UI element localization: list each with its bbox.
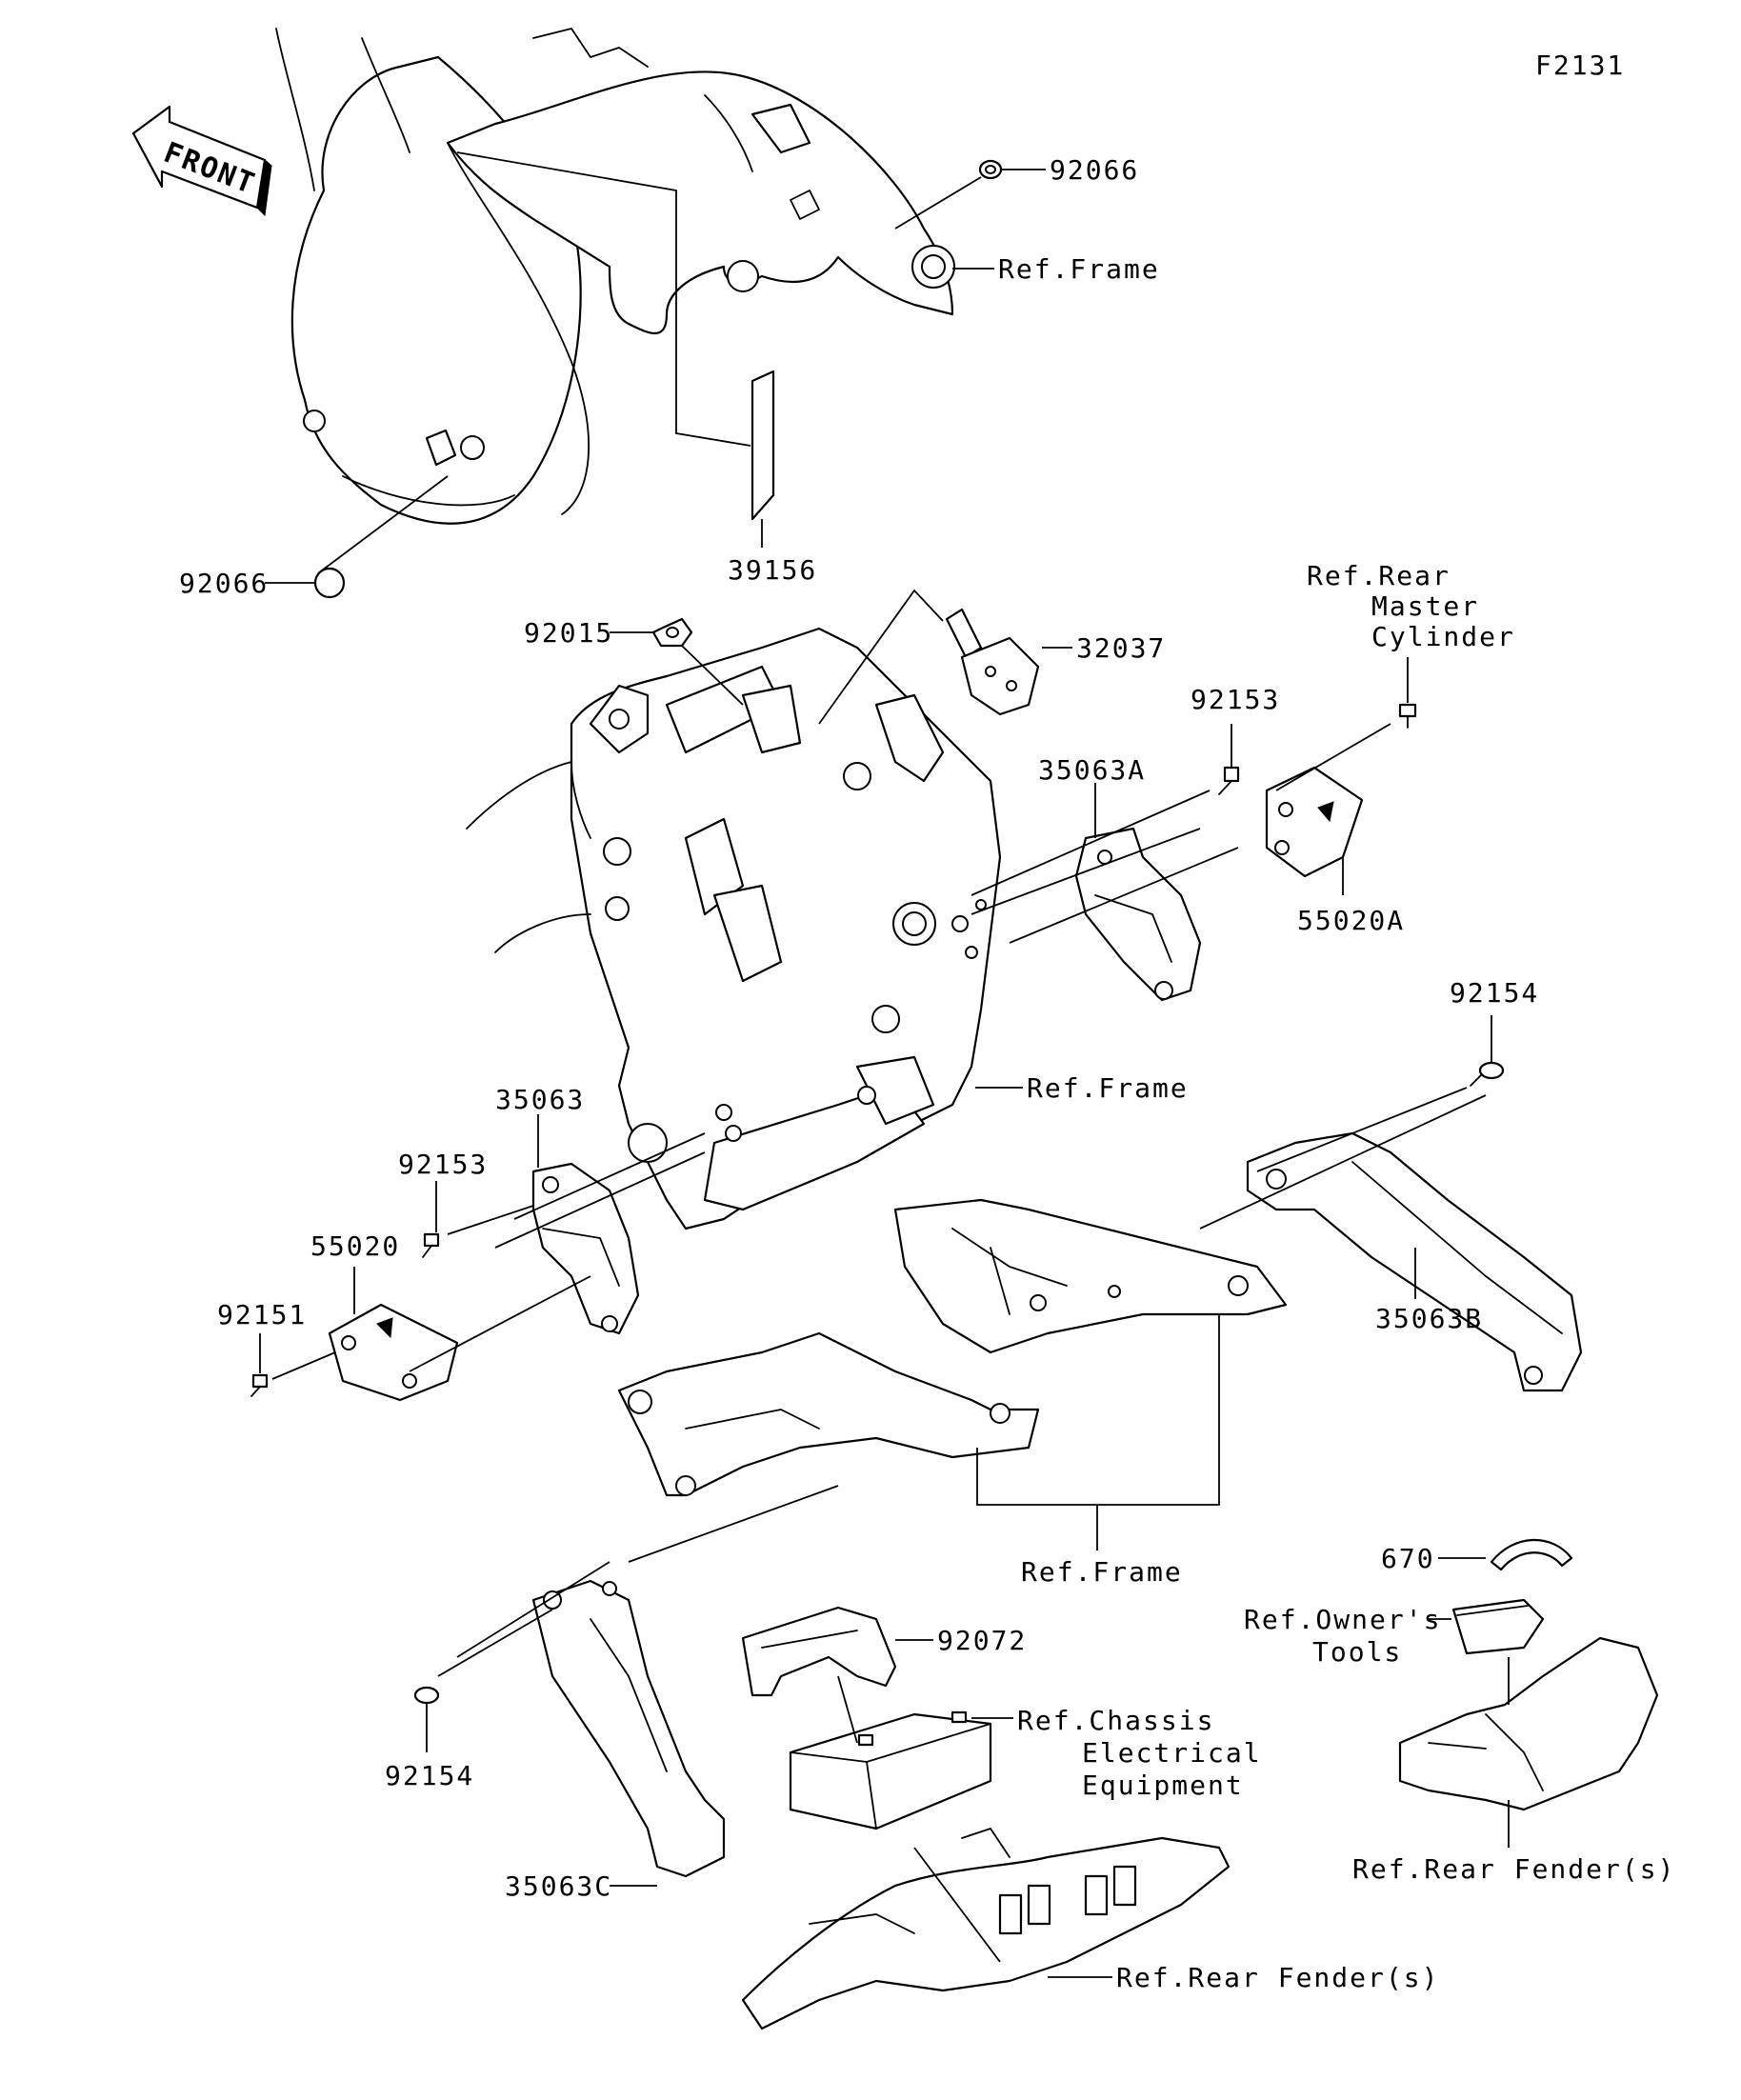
bolt-92153-left — [422, 1232, 440, 1258]
rear-frame-top-section — [446, 28, 955, 334]
label-ref-chassis-3: Equipment — [1082, 1770, 1244, 1801]
label-92066-left: 92066 — [179, 568, 269, 599]
label-ref-chassis-1: Ref.Chassis — [1017, 1705, 1214, 1736]
label-35063A: 35063A — [1038, 754, 1146, 786]
bracket-35063B — [1246, 1131, 1583, 1392]
label-35063: 35063 — [495, 1084, 585, 1115]
label-ref-rear-master-1: Ref.Rear — [1307, 560, 1451, 591]
label-92153-right: 92153 — [1191, 684, 1280, 715]
label-92154-right: 92154 — [1450, 977, 1539, 1009]
label-35063C: 35063C — [505, 1870, 612, 1902]
rear-fender-right — [1398, 1636, 1659, 1811]
heel-guard-55020A — [1265, 766, 1364, 878]
seat-rail-lower — [617, 1331, 1040, 1497]
label-plate-39156 — [750, 370, 775, 521]
seat-rail-upper — [893, 1198, 1288, 1354]
tool-pouch — [1451, 1598, 1545, 1655]
label-55020: 55020 — [310, 1230, 400, 1262]
label-92072: 92072 — [937, 1625, 1027, 1656]
grommet-92066-left — [313, 567, 346, 599]
label-ref-rear-master-2: Master — [1371, 590, 1479, 622]
label-32037: 32037 — [1076, 632, 1166, 664]
label-ref-frame-mid: Ref.Frame — [1027, 1072, 1189, 1104]
bolt-92154-right — [1470, 1061, 1505, 1087]
label-35063B: 35063B — [1375, 1303, 1483, 1334]
nut-92015 — [651, 617, 693, 648]
label-92153-left: 92153 — [398, 1149, 488, 1180]
heel-guard-55020 — [328, 1303, 459, 1402]
label-55020A: 55020A — [1297, 905, 1405, 936]
label-92151: 92151 — [217, 1299, 307, 1330]
label-92015: 92015 — [524, 617, 613, 649]
label-ref-frame-top: Ref.Frame — [998, 253, 1160, 285]
label-ref-rear-fender-bottom: Ref.Rear Fender(s) — [1116, 1962, 1439, 1993]
upper-cowl-bracket — [275, 28, 590, 525]
label-ref-frame-bottom: Ref.Frame — [1021, 1556, 1183, 1588]
label-92154-left: 92154 — [385, 1760, 474, 1791]
label-670: 670 — [1381, 1543, 1435, 1574]
label-39156: 39156 — [728, 554, 817, 586]
rear-fender-bottom — [741, 1828, 1231, 2030]
bolt-92154-left — [413, 1686, 440, 1721]
battery-box — [789, 1710, 992, 1830]
battery-band-92072 — [741, 1606, 897, 1697]
strap-670 — [1490, 1538, 1573, 1571]
label-ref-owners-tools-1: Ref.Owner's — [1244, 1604, 1441, 1635]
bracket-32037 — [945, 608, 1040, 716]
bolt-ref-rear-master — [1398, 703, 1417, 729]
main-frame — [466, 627, 1002, 1230]
label-ref-rear-master-3: Cylinder — [1371, 621, 1515, 652]
bolt-92151 — [250, 1373, 269, 1397]
label-ref-owners-tools-2: Tools — [1312, 1636, 1402, 1668]
front-arrow-icon: FRONT — [131, 105, 272, 217]
bracket-35063A — [1074, 827, 1202, 1002]
label-ref-rear-fender-right: Ref.Rear Fender(s) — [1352, 1853, 1675, 1885]
label-ref-chassis-2: Electrical — [1082, 1737, 1262, 1769]
bolt-92153-right — [1218, 766, 1240, 795]
grommet-92066-top — [978, 159, 1003, 180]
bracket-35063C — [531, 1579, 726, 1878]
label-92066-top: 92066 — [1050, 154, 1139, 186]
figure-code: F2131 — [1535, 50, 1625, 81]
